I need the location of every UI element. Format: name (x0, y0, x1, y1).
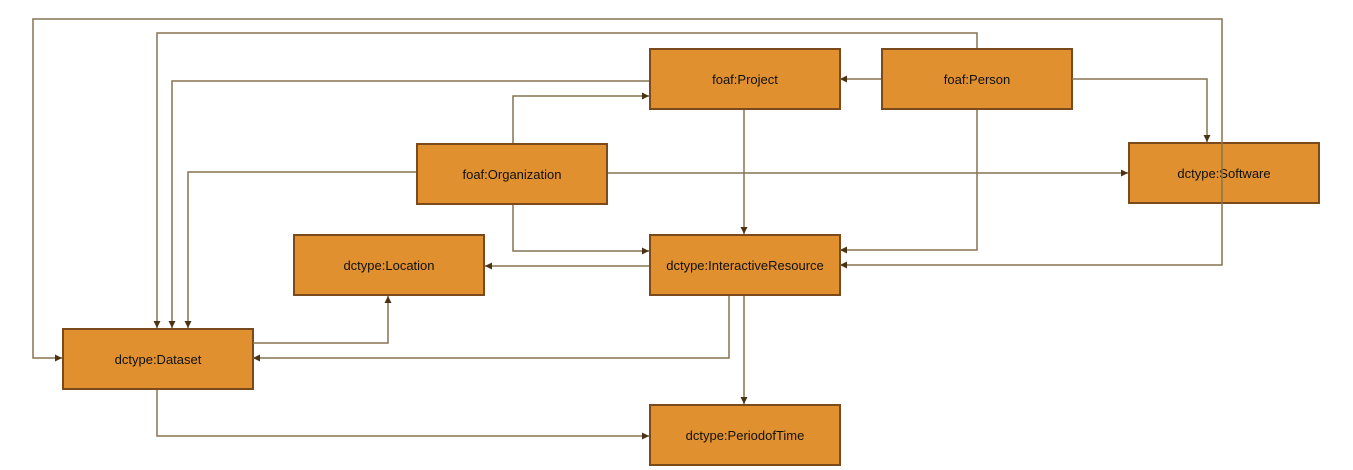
edge-dctype-dataset-to-dctype-location (253, 296, 392, 344)
node-foaf-organization: foaf:Organization (416, 143, 608, 205)
edge-foaf-organization-to-foaf-project (512, 92, 649, 143)
edge-foaf-person-to-dctype-interactiveresource (840, 110, 978, 254)
node-dctype-interactiveresource: dctype:InteractiveResource (649, 234, 841, 296)
node-label: dctype:Location (343, 257, 435, 273)
edge-dctype-interactiveresource-to-dctype-dataset (253, 296, 730, 362)
node-label: dctype:Dataset (114, 351, 202, 367)
node-label: dctype:PeriodofTime (685, 427, 805, 443)
node-label: foaf:Project (712, 71, 778, 87)
node-label: dctype:InteractiveResource (666, 257, 824, 273)
node-dctype-dataset: dctype:Dataset (62, 328, 254, 390)
node-label: foaf:Person (943, 71, 1011, 87)
node-foaf-person: foaf:Person (881, 48, 1073, 110)
node-dctype-software: dctype:Software (1128, 142, 1320, 204)
node-dctype-location: dctype:Location (293, 234, 485, 296)
node-foaf-project: foaf:Project (649, 48, 841, 110)
edge-foaf-organization-to-dctype-interactiveresource (512, 205, 649, 255)
node-dctype-periodoftime: dctype:PeriodofTime (649, 404, 841, 466)
node-label: dctype:Software (1177, 165, 1271, 181)
edge-foaf-person-to-dctype-software (1072, 78, 1211, 142)
node-label: foaf:Organization (462, 166, 562, 182)
edge-dctype-dataset-to-dctype-periodoftime (156, 390, 649, 440)
